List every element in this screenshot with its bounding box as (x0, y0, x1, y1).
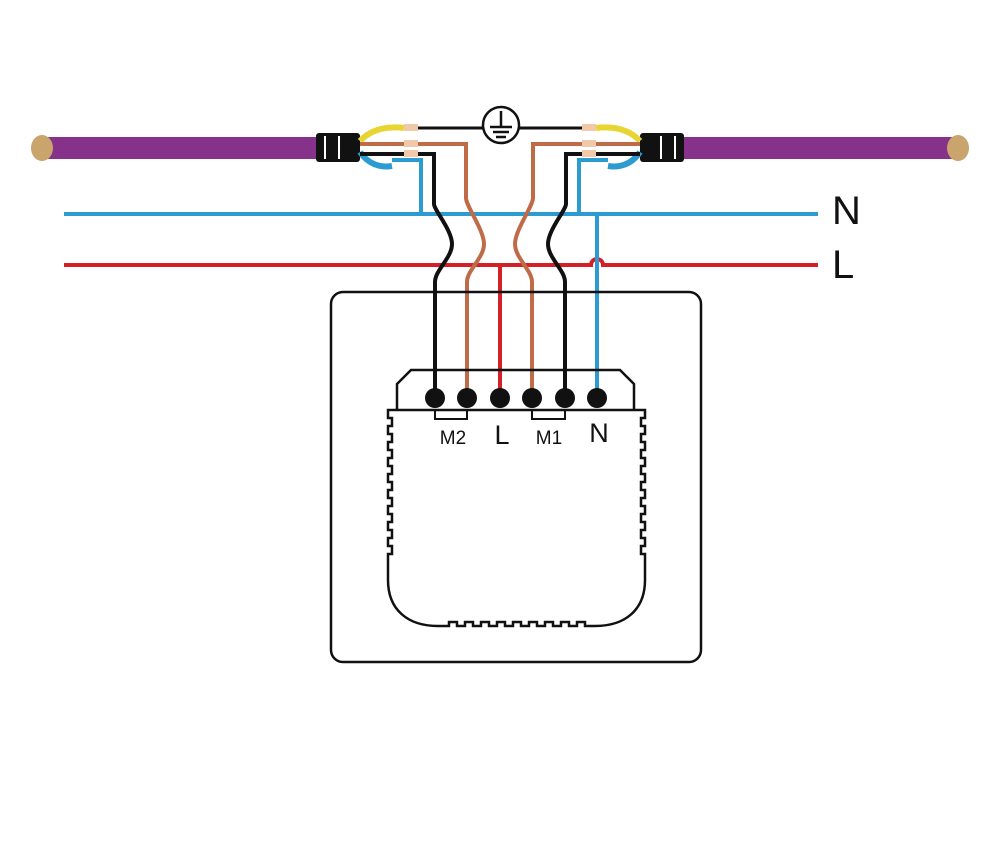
power-rails: N L (64, 189, 861, 287)
terminal-m2-b (457, 388, 477, 408)
switch-module (386, 368, 647, 628)
terminal-l (490, 388, 510, 408)
terminals: M2 L M1 N (425, 388, 609, 450)
terminal-label-m2: M2 (440, 428, 466, 449)
earth-wiring (357, 105, 643, 145)
m2-bridge (434, 410, 468, 420)
terminal-m1-a (522, 388, 542, 408)
rail-label-n: N (832, 189, 861, 233)
ground-symbol-icon (481, 105, 521, 145)
terminal-block (395, 368, 636, 410)
terminal-label-n: N (589, 418, 609, 448)
terminal-label-l: L (494, 420, 509, 450)
terminal-label-m1: M1 (536, 428, 562, 449)
left-cable-conductors (357, 124, 487, 398)
left-motor-cable (31, 133, 360, 162)
left-cable-sheath (46, 137, 316, 159)
wall-plate-outline (329, 290, 703, 664)
left-cable-end-cap (31, 135, 53, 161)
m1-bridge (531, 410, 566, 420)
module-body (386, 408, 647, 628)
wall-plate (329, 290, 703, 664)
rail-drops (498, 214, 599, 398)
right-cable-end-cap (947, 135, 969, 161)
terminal-m2-a (425, 388, 445, 408)
rail-label-l: L (832, 243, 854, 287)
right-motor-cable (640, 133, 969, 162)
terminal-n (587, 388, 607, 408)
right-cable-sheath (684, 137, 956, 159)
terminal-m1-b (555, 388, 575, 408)
right-cable-conductors (512, 124, 643, 398)
